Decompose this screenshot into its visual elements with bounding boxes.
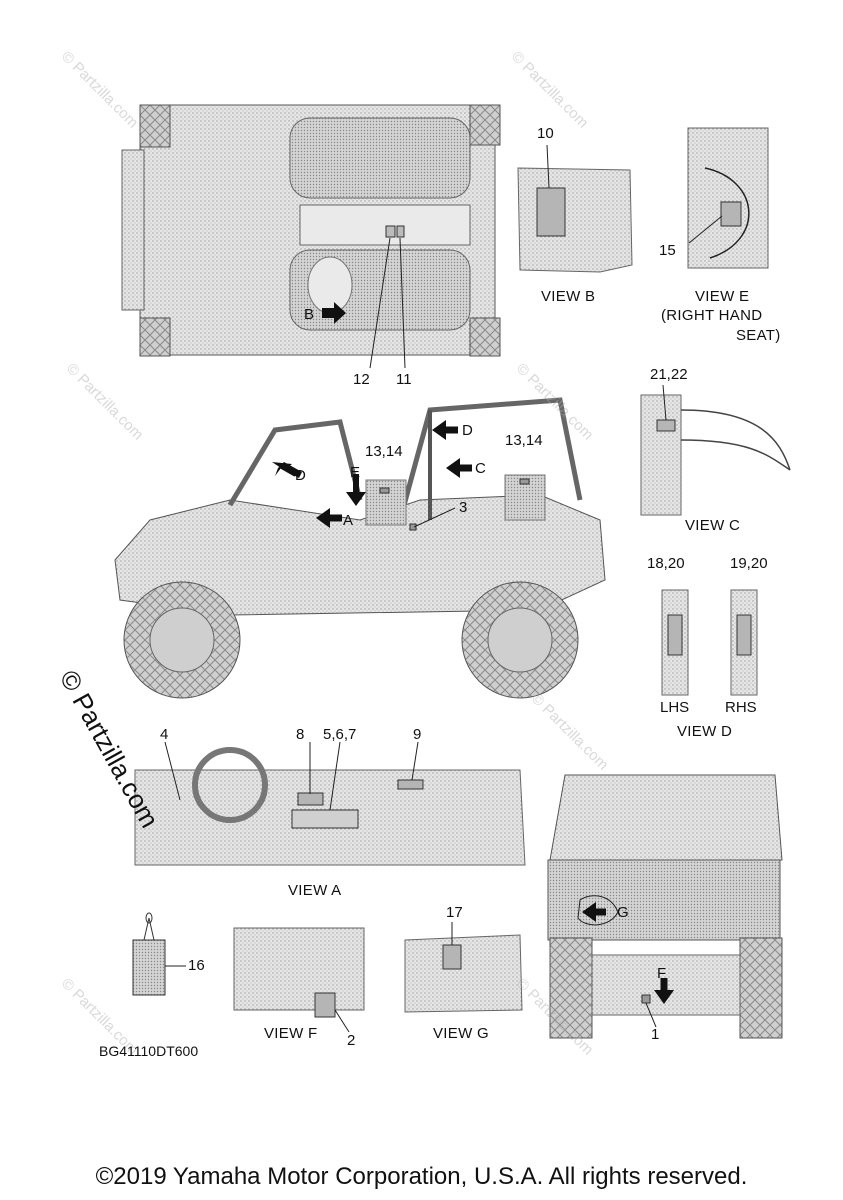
callout-13-14-front: 13,14: [365, 443, 403, 460]
arrow-label-f: F: [657, 965, 667, 982]
arrow-label-d-front: D: [295, 467, 306, 484]
callout-19-20: 19,20: [730, 555, 768, 572]
vehicle-top-view: [121, 104, 501, 369]
copyright-footer: ©2019 Yamaha Motor Corporation, U.S.A. A…: [95, 1163, 748, 1190]
diagram-code: BG41110DT600: [99, 1043, 199, 1059]
view-g-illustration: [404, 922, 523, 1013]
view-c-label: VIEW C: [685, 517, 741, 534]
vehicle-rear-view: [547, 774, 783, 1039]
callout-12: 12: [353, 371, 370, 388]
callout-15: 15: [659, 242, 676, 259]
rhs-label: RHS: [725, 699, 757, 716]
vehicle-side-view: [114, 397, 606, 699]
callout-10: 10: [537, 125, 554, 142]
view-f-illustration: [233, 927, 365, 1033]
lhs-label: LHS: [660, 699, 690, 716]
callout-5-6-7: 5,6,7: [323, 726, 357, 743]
view-d-illustration: [661, 589, 758, 696]
arrow-label-c: C: [475, 460, 486, 477]
view-e-label-line2: (RIGHT HAND: [661, 307, 763, 324]
callout-16: 16: [188, 957, 205, 974]
callout-9: 9: [413, 726, 422, 743]
arrow-label-g: G: [617, 904, 629, 921]
view-e-label: VIEW E: [695, 288, 750, 305]
view-g-label: VIEW G: [433, 1025, 489, 1042]
view-b-label: VIEW B: [541, 288, 596, 305]
view-e-illustration: [687, 127, 769, 269]
callout-8: 8: [296, 726, 305, 743]
view-b-illustration: [517, 144, 633, 273]
callout-11: 11: [396, 371, 412, 388]
view-f-label: VIEW F: [264, 1025, 318, 1042]
callout-4: 4: [160, 726, 169, 743]
view-a-illustration: [134, 741, 526, 866]
callout-21-22: 21,22: [650, 366, 688, 383]
view-d-label: VIEW D: [677, 723, 733, 740]
arrow-label-e: E: [350, 464, 361, 481]
callout-1: 1: [651, 1026, 660, 1043]
view-c-illustration: [640, 384, 791, 516]
callout-18-20: 18,20: [647, 555, 685, 572]
view-a-label: VIEW A: [288, 882, 342, 899]
callout-2: 2: [347, 1032, 356, 1049]
arrow-label-b: B: [304, 306, 315, 323]
view-e-label-line3: SEAT): [736, 327, 781, 344]
callout-3: 3: [459, 499, 468, 516]
callout-13-14-rear: 13,14: [505, 432, 543, 449]
arrow-label-d-rear: D: [462, 422, 473, 439]
arrow-label-a: A: [343, 512, 354, 529]
hang-tag-illustration: [132, 912, 186, 996]
callout-17: 17: [446, 904, 463, 921]
